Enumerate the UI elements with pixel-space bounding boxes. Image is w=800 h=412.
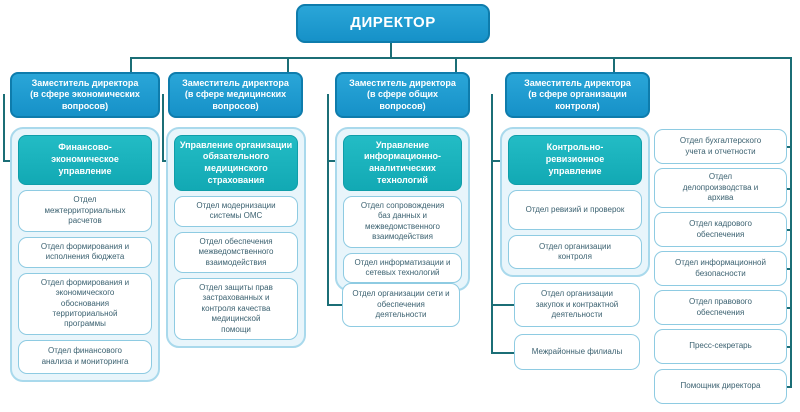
connector-col4-spine bbox=[491, 94, 493, 354]
group-header-finance-economic: Финансово- экономическое управление bbox=[18, 135, 152, 185]
connector-right-stub-6 bbox=[785, 346, 792, 348]
dept-box: Отдел сопровождения баз данных и межведо… bbox=[343, 196, 462, 248]
deputy-box-economic-affairs: Заместитель директора (в сфере экономиче… bbox=[10, 72, 160, 118]
connector-col2-spine bbox=[162, 94, 164, 162]
connector-director-down bbox=[390, 43, 392, 59]
connector-col4-stub-header bbox=[491, 160, 502, 162]
dept-box-detached: Отдел организации сети и обеспечения дея… bbox=[342, 283, 460, 327]
dept-box-detached: Межрайонные филиалы bbox=[514, 334, 640, 370]
connector-main-horizontal bbox=[130, 57, 792, 59]
unit-box-information-security: Отдел информационной безопасности bbox=[654, 251, 787, 286]
deputy-box-medical-affairs: Заместитель директора (в сфере медицинск… bbox=[168, 72, 303, 118]
connector-right-stub-3 bbox=[785, 229, 792, 231]
connector-stub-deputy4 bbox=[613, 57, 615, 72]
dept-box: Отдел организации контроля bbox=[508, 235, 642, 269]
director-box: ДИРЕКТОР bbox=[296, 4, 490, 43]
unit-box-press-secretary: Пресс-секретарь bbox=[654, 329, 787, 364]
unit-box-director-assistant: Помощник директора bbox=[654, 369, 787, 404]
connector-col4-stub-detached1 bbox=[491, 304, 514, 306]
deputy-box-general-affairs: Заместитель директора (в сфере общих воп… bbox=[335, 72, 470, 118]
connector-right-spine bbox=[790, 57, 792, 388]
group-it-analytics: Управление информационно- аналитических … bbox=[335, 127, 470, 292]
group-finance-economic: Финансово- экономическое управление Отде… bbox=[10, 127, 160, 382]
group-header-oms-insurance: Управление организации обязательного мед… bbox=[174, 135, 298, 191]
dept-box-detached: Отдел организации закупок и контрактной … bbox=[514, 283, 640, 327]
dept-box: Отдел ревизий и проверок bbox=[508, 190, 642, 230]
dept-box: Отдел межтерриториальных расчетов bbox=[18, 190, 152, 232]
dept-box: Отдел защиты прав застрахованных и контр… bbox=[174, 277, 298, 340]
connector-right-stub-4 bbox=[785, 268, 792, 270]
connector-stub-deputy3 bbox=[455, 57, 457, 72]
group-header-it-analytics: Управление информационно- аналитических … bbox=[343, 135, 462, 191]
connector-right-stub-1 bbox=[785, 146, 792, 148]
dept-box: Отдел формирования и экономического обос… bbox=[18, 272, 152, 335]
connector-col1-stub-header bbox=[3, 160, 12, 162]
group-oms-insurance: Управление организации обязательного мед… bbox=[166, 127, 306, 348]
dept-box: Отдел модернизации системы ОМС bbox=[174, 196, 298, 227]
connector-col4-stub-detached2 bbox=[491, 352, 514, 354]
unit-box-legal: Отдел правового обеспечения bbox=[654, 290, 787, 325]
unit-box-records-archive: Отдел делопроизводства и архива bbox=[654, 168, 787, 208]
deputy-box-control-organization: Заместитель директора (в сфере организац… bbox=[505, 72, 650, 118]
unit-box-accounting: Отдел бухгалтерского учета и отчетности bbox=[654, 129, 787, 164]
connector-col1-spine bbox=[3, 94, 5, 162]
connector-stub-deputy2 bbox=[287, 57, 289, 72]
connector-col3-stub-header bbox=[327, 160, 337, 162]
connector-right-stub-2 bbox=[785, 188, 792, 190]
dept-box: Отдел финансового анализа и мониторинга bbox=[18, 339, 152, 374]
dept-box: Отдел обеспечения межведомственного взаи… bbox=[174, 231, 298, 273]
connector-right-stub-5 bbox=[785, 307, 792, 309]
connector-col3-stub-detached bbox=[327, 304, 342, 306]
group-control-audit: Контрольно- ревизионное управление Отдел… bbox=[500, 127, 650, 277]
connector-right-stub-7 bbox=[785, 386, 792, 388]
dept-box: Отдел информатизации и сетевых технологи… bbox=[343, 252, 462, 284]
connector-col3-spine bbox=[327, 94, 329, 306]
unit-box-hr: Отдел кадрового обеспечения bbox=[654, 212, 787, 247]
group-header-control-audit: Контрольно- ревизионное управление bbox=[508, 135, 642, 185]
connector-stub-deputy1 bbox=[130, 57, 132, 72]
dept-box: Отдел формирования и исполнения бюджета bbox=[18, 237, 152, 268]
